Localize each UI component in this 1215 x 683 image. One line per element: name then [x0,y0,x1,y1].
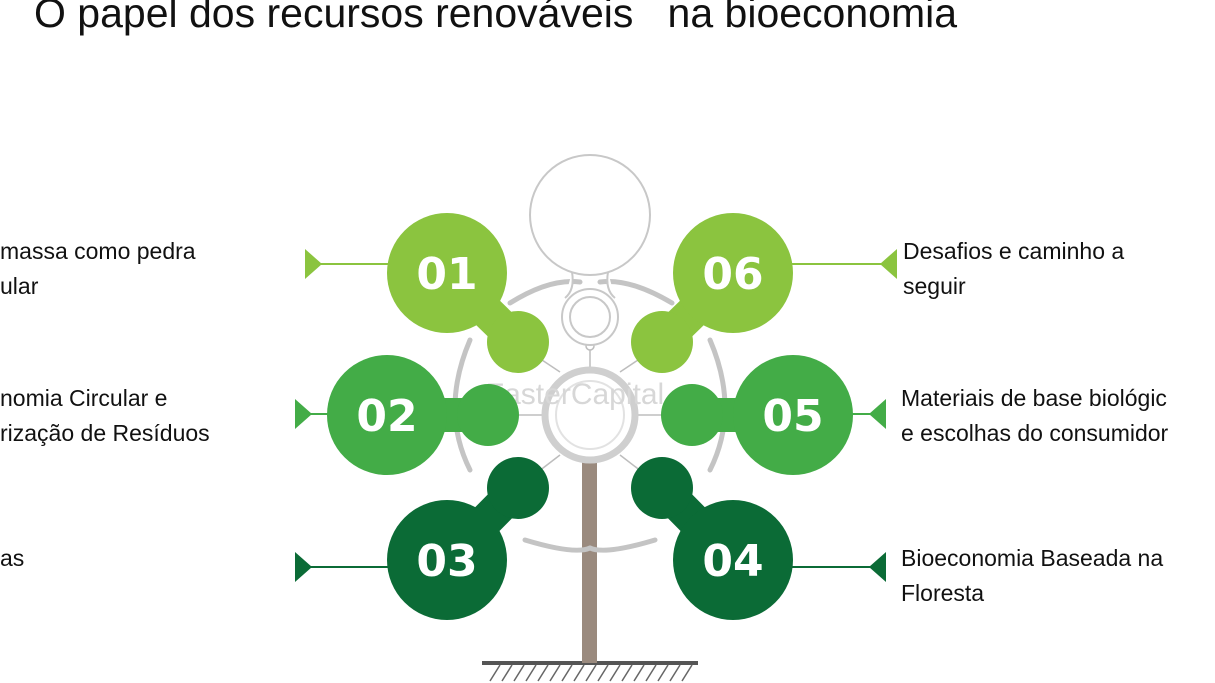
top-outline-bulb [529,154,651,346]
node-circle [733,355,853,475]
node-number: 04 [702,536,763,587]
pointer-marker [305,249,322,279]
node-circle [387,213,507,333]
node-05: 05 [661,355,853,475]
pointer-marker [295,552,312,582]
pointer-04 [792,552,886,582]
node-bud [661,384,723,446]
pointer-marker [869,552,886,582]
ground [482,661,698,682]
center-ring [541,366,639,464]
node-circle [673,213,793,333]
page-title: O papel dos recursos renováveis na bioec… [34,0,958,36]
node-bud [487,457,549,519]
node-circle [673,500,793,620]
pointer-05 [852,399,886,429]
label-line: Desafios e caminho a [903,238,1125,264]
pointer-marker [295,399,312,429]
label-line: Materiais de base biológic [901,385,1167,411]
label-line: rização de Resíduos [0,420,210,446]
node-circle [387,500,507,620]
label-line: Floresta [901,580,985,606]
pointer-06 [792,249,897,279]
label-06: Desafios e caminho a seguir [903,234,1124,304]
pointer-marker [869,399,886,429]
node-bud [631,311,693,373]
pointer-03 [295,552,388,582]
node-number: 03 [416,536,477,587]
label-line: massa como pedra [0,238,196,264]
node-number: 06 [702,249,763,300]
node-bud [487,311,549,373]
label-02: nomia Circular e rização de Resíduos [0,381,210,451]
tree-trunk [582,462,597,663]
label-line: e escolhas do consumidor [901,420,1169,446]
label-line: Bioeconomia Baseada na [901,545,1164,571]
node-circle [327,355,447,475]
node-bud [631,457,693,519]
node-02: 02 [327,355,519,475]
node-number: 05 [762,391,823,442]
label-line: nomia Circular e [0,385,168,411]
label-05: Materiais de base biológic e escolhas do … [901,381,1168,451]
pointer-marker [880,249,897,279]
pointer-02 [295,399,328,429]
node-03: 03 [387,457,549,620]
label-line: ular [0,273,39,299]
label-04: Bioeconomia Baseada na Floresta [901,541,1163,611]
label-line: as [0,545,25,571]
node-01: 01 [387,213,549,373]
node-04: 04 [631,457,793,620]
node-06: 06 [631,213,793,373]
node-number: 02 [356,391,417,442]
pointer-01 [305,249,388,279]
label-line: seguir [903,273,966,299]
node-bud [457,384,519,446]
label-01: massa como pedra ular [0,234,196,304]
node-number: 01 [416,249,477,300]
label-03: as [0,541,24,576]
